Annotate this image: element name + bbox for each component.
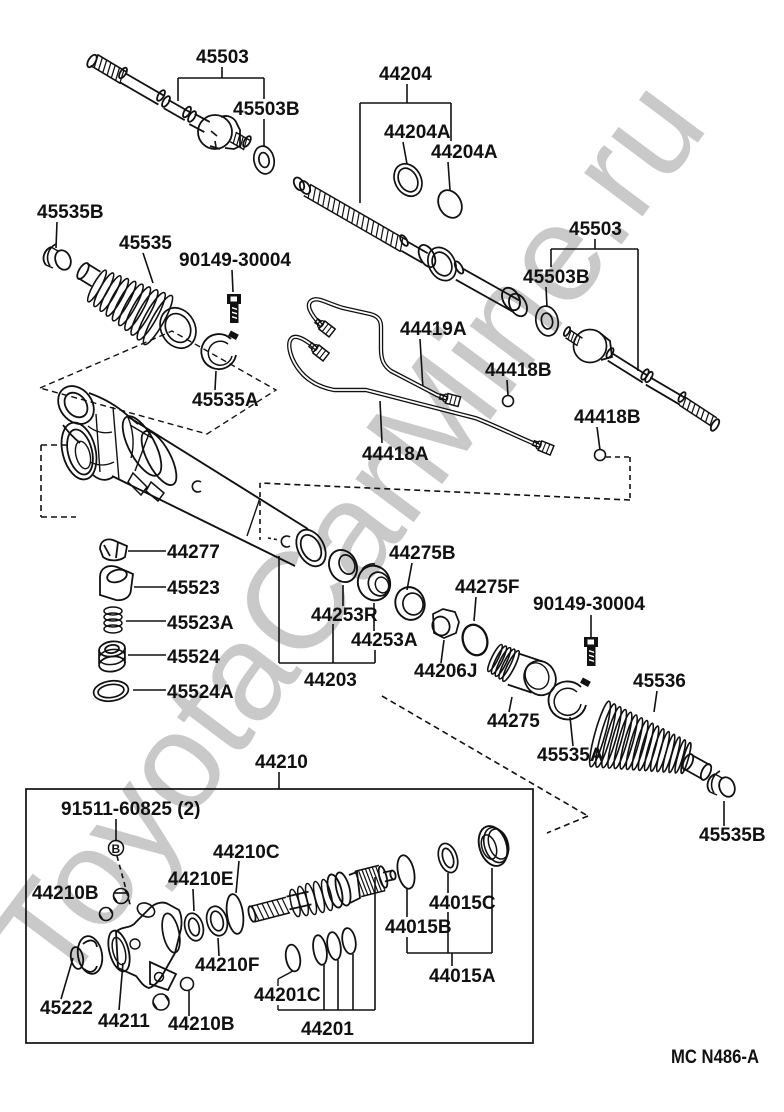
- svg-text:44204A: 44204A: [384, 122, 451, 143]
- svg-text:44275: 44275: [487, 711, 540, 732]
- svg-text:44210B: 44210B: [32, 883, 99, 904]
- svg-text:45536: 45536: [633, 671, 686, 692]
- svg-text:45535A: 45535A: [537, 745, 604, 766]
- svg-text:44204: 44204: [379, 64, 432, 85]
- svg-text:B: B: [112, 842, 121, 856]
- svg-text:44204A: 44204A: [431, 142, 498, 163]
- svg-text:44210C: 44210C: [213, 842, 280, 863]
- svg-text:45524: 45524: [167, 647, 220, 668]
- svg-text:44201: 44201: [301, 1019, 354, 1040]
- svg-text:45535B: 45535B: [699, 825, 766, 846]
- svg-text:45503: 45503: [196, 47, 249, 68]
- svg-text:45535A: 45535A: [192, 390, 259, 411]
- svg-text:44275B: 44275B: [389, 543, 456, 564]
- svg-text:44015B: 44015B: [385, 917, 452, 938]
- svg-text:45503B: 45503B: [233, 99, 300, 120]
- svg-text:44201C: 44201C: [254, 985, 321, 1006]
- svg-text:44275F: 44275F: [455, 577, 519, 598]
- svg-text:44418B: 44418B: [485, 360, 552, 381]
- svg-text:44210: 44210: [255, 752, 308, 773]
- svg-text:45535: 45535: [119, 233, 172, 254]
- svg-text:44203: 44203: [304, 670, 357, 691]
- svg-text:90149-30004: 90149-30004: [179, 250, 291, 271]
- svg-text:44210F: 44210F: [195, 955, 259, 976]
- svg-text:45535B: 45535B: [37, 202, 104, 223]
- svg-text:90149-30004: 90149-30004: [533, 594, 645, 615]
- svg-text:44211: 44211: [98, 1011, 150, 1032]
- svg-text:44206J: 44206J: [414, 661, 477, 682]
- svg-text:44277: 44277: [167, 542, 220, 563]
- svg-text:44210E: 44210E: [168, 869, 234, 890]
- svg-text:44210B: 44210B: [168, 1014, 235, 1035]
- svg-text:91511-60825 (2): 91511-60825 (2): [61, 799, 200, 820]
- svg-text:44015C: 44015C: [429, 893, 496, 914]
- svg-text:MC N486-A: MC N486-A: [671, 1047, 759, 1068]
- svg-text:45524A: 45524A: [167, 682, 234, 703]
- svg-text:45503: 45503: [569, 219, 622, 240]
- svg-text:44253R: 44253R: [311, 605, 378, 626]
- svg-text:44418A: 44418A: [362, 444, 429, 465]
- svg-text:44253A: 44253A: [351, 630, 418, 651]
- svg-text:45503B: 45503B: [523, 267, 590, 288]
- svg-text:45523A: 45523A: [167, 613, 234, 634]
- svg-text:44015A: 44015A: [429, 966, 496, 987]
- svg-text:45523: 45523: [167, 578, 220, 599]
- svg-text:45222: 45222: [40, 998, 93, 1019]
- svg-text:44419A: 44419A: [400, 319, 467, 340]
- svg-text:44418B: 44418B: [574, 407, 641, 428]
